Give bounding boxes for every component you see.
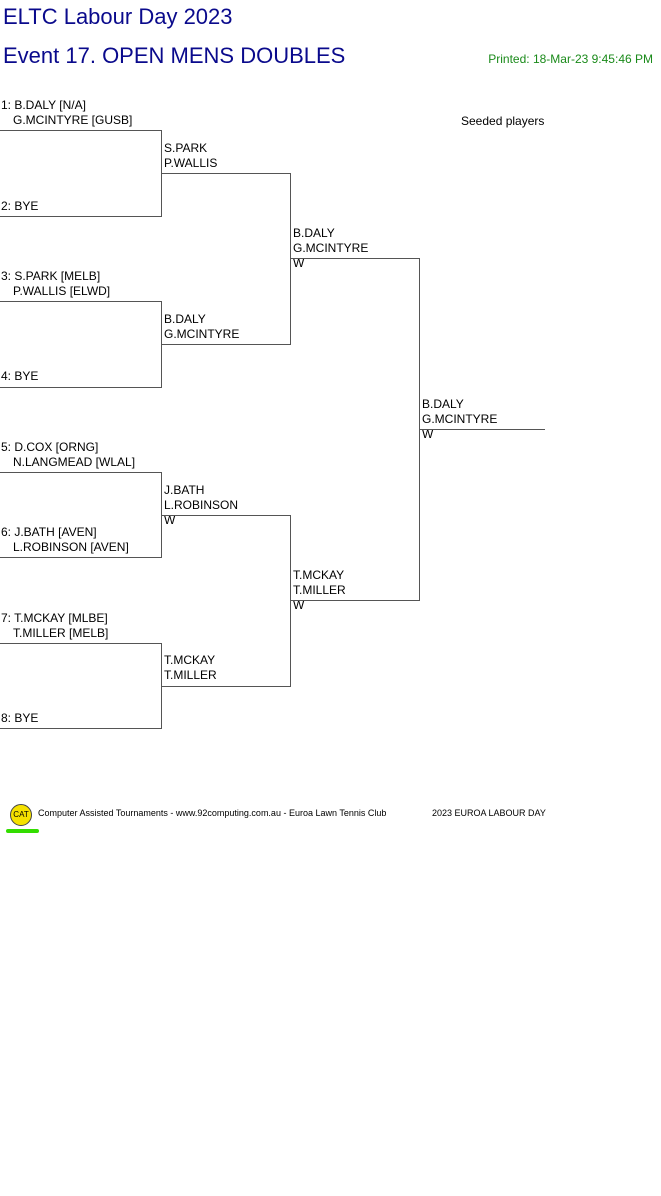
r2-match-1-player-1: S.PARK bbox=[164, 141, 208, 155]
r2-connector-2 bbox=[290, 515, 291, 686]
r2-line-2 bbox=[162, 344, 291, 345]
footer-credit: Computer Assisted Tournaments - www.92co… bbox=[38, 808, 387, 818]
r3-match-1-win-mark: W bbox=[293, 256, 305, 270]
tournament-title: ELTC Labour Day 2023 bbox=[3, 4, 233, 29]
r1-line-8 bbox=[0, 728, 162, 729]
r1-entry-8-seed: 8: BYE bbox=[1, 711, 39, 725]
r1-entry-1-partner: G.MCINTYRE [GUSB] bbox=[13, 113, 133, 127]
r1-line-2 bbox=[0, 216, 162, 217]
r1-connector-3 bbox=[161, 472, 162, 557]
r2-match-1-player-2: P.WALLIS bbox=[164, 156, 218, 170]
r1-entry-4-seed: 4: BYE bbox=[1, 369, 39, 383]
r1-line-1 bbox=[0, 130, 162, 131]
event-title: Event 17. OPEN MENS DOUBLES bbox=[3, 43, 346, 68]
r2-match-4-player-1: T.MCKAY bbox=[164, 653, 216, 667]
r2-match-4-player-2: T.MILLER bbox=[164, 668, 217, 682]
seeded-players-note: Seeded players bbox=[461, 114, 545, 128]
r1-entry-5-partner: N.LANGMEAD [WLAL] bbox=[13, 455, 136, 469]
r1-connector-4 bbox=[161, 643, 162, 728]
r1-entry-5-seed: 5: D.COX [ORNG] bbox=[1, 440, 99, 454]
r1-entry-2-seed: 2: BYE bbox=[1, 199, 39, 213]
r1-entry-7-seed: 7: T.MCKAY [MLBE] bbox=[1, 611, 108, 625]
r2-line-1 bbox=[162, 173, 291, 174]
footer-event-name: 2023 EUROA LABOUR DAY bbox=[432, 808, 546, 818]
printed-timestamp: Printed: 18-Mar-23 9:45:46 PM bbox=[488, 52, 653, 66]
r1-entry-3-seed: 3: S.PARK [MELB] bbox=[1, 269, 101, 283]
r1-line-5 bbox=[0, 472, 162, 473]
r3-match-1-player-2: G.MCINTYRE bbox=[293, 241, 369, 255]
r1-entry-6-partner: L.ROBINSON [AVEN] bbox=[13, 540, 129, 554]
r2-line-4 bbox=[162, 686, 291, 687]
r3-line-2 bbox=[291, 600, 420, 601]
cat-logo-swoosh bbox=[6, 829, 39, 833]
r3-match-2-player-2: T.MILLER bbox=[293, 583, 346, 597]
r1-line-7 bbox=[0, 643, 162, 644]
r2-match-3-win-mark: W bbox=[164, 513, 176, 527]
r3-line-1 bbox=[291, 258, 420, 259]
r1-entry-1-seed: 1: B.DALY [N/A] bbox=[1, 98, 86, 112]
r1-line-3 bbox=[0, 301, 162, 302]
r2-match-2-player-2: G.MCINTYRE bbox=[164, 327, 240, 341]
r3-match-1-player-1: B.DALY bbox=[293, 226, 335, 240]
r2-line-3 bbox=[162, 515, 291, 516]
winner-player-1: B.DALY bbox=[422, 397, 464, 411]
r1-line-6 bbox=[0, 557, 162, 558]
r1-connector-1 bbox=[161, 130, 162, 216]
r1-line-4 bbox=[0, 387, 162, 388]
r1-entry-6-seed: 6: J.BATH [AVEN] bbox=[1, 525, 97, 539]
winner-player-2: G.MCINTYRE bbox=[422, 412, 498, 426]
r1-entry-3-partner: P.WALLIS [ELWD] bbox=[13, 284, 111, 298]
r1-connector-2 bbox=[161, 301, 162, 387]
winner-win-mark: W bbox=[422, 427, 434, 441]
r2-match-3-player-2: L.ROBINSON bbox=[164, 498, 239, 512]
r2-connector-1 bbox=[290, 173, 291, 344]
winner-line bbox=[420, 429, 545, 430]
cat-logo-icon: CAT bbox=[10, 804, 32, 826]
r1-entry-7-partner: T.MILLER [MELB] bbox=[13, 626, 109, 640]
r3-connector bbox=[419, 258, 420, 600]
r2-match-2-player-1: B.DALY bbox=[164, 312, 206, 326]
r3-match-2-win-mark: W bbox=[293, 598, 305, 612]
r2-match-3-player-1: J.BATH bbox=[164, 483, 205, 497]
r3-match-2-player-1: T.MCKAY bbox=[293, 568, 345, 582]
